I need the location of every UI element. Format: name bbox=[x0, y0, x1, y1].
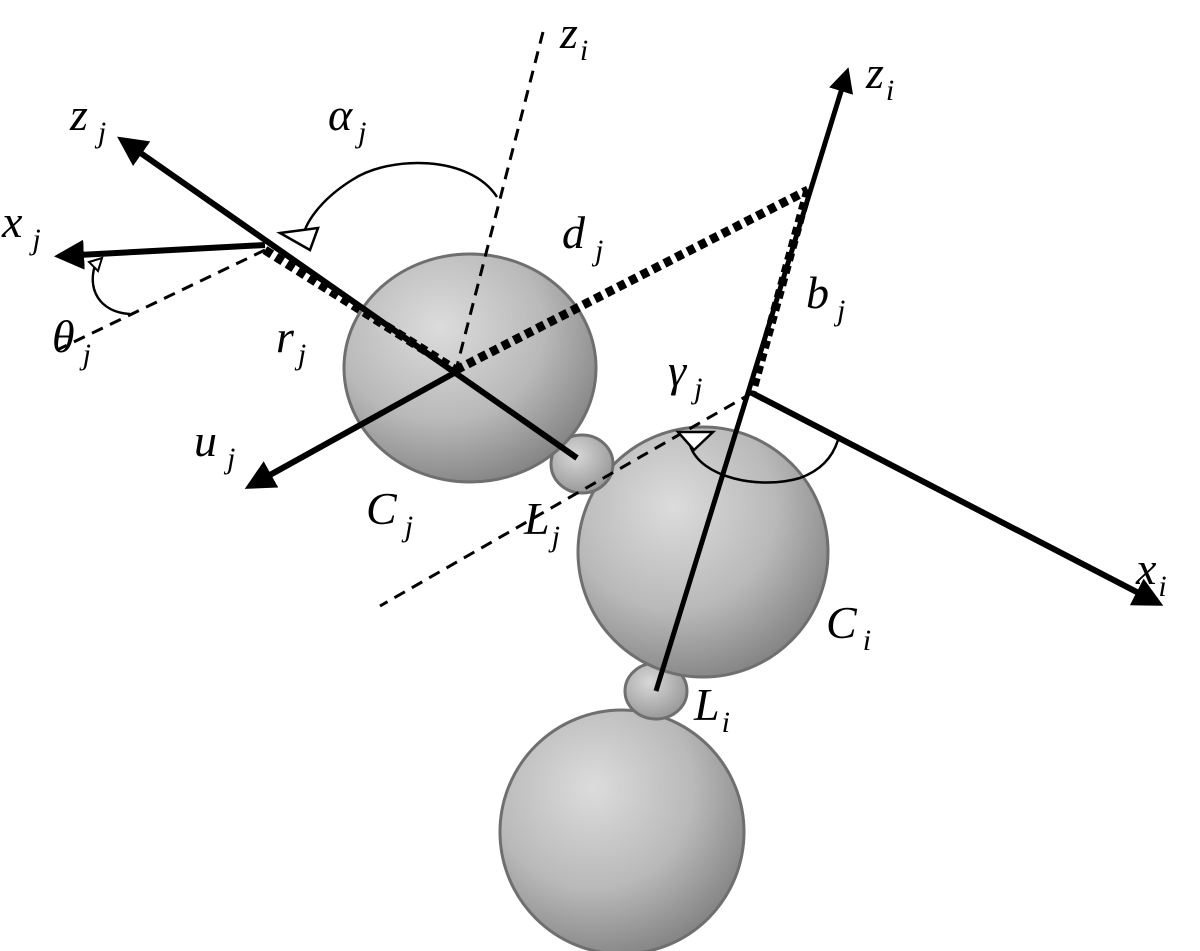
u-j-axis bbox=[244, 369, 458, 489]
d-j-line bbox=[453, 185, 811, 375]
dashed-lines bbox=[56, 31, 753, 608]
z-i-dashed-line bbox=[454, 31, 545, 371]
theta-reference-line bbox=[56, 248, 266, 352]
axes bbox=[54, 67, 1164, 692]
angle-arcs bbox=[87, 161, 840, 484]
sphere-C-i bbox=[576, 425, 830, 679]
theta-arc bbox=[91, 261, 131, 316]
z-j-axis bbox=[117, 136, 579, 461]
label-z-i-axis: zi bbox=[865, 47, 894, 107]
spheres bbox=[342, 252, 830, 951]
z-i-axis bbox=[653, 67, 854, 692]
gamma-reference-line bbox=[379, 391, 753, 608]
alpha-arc bbox=[301, 161, 499, 241]
theta-arc-head bbox=[87, 256, 104, 273]
sphere-bottom bbox=[498, 708, 746, 951]
x-i-axis bbox=[750, 390, 1164, 606]
label-L-i: Li bbox=[693, 679, 730, 739]
gamma-arc bbox=[688, 439, 840, 484]
label-x-i: xi bbox=[1135, 543, 1167, 603]
alpha-arc-head bbox=[276, 226, 320, 252]
label-L-j: Lj bbox=[523, 493, 560, 553]
label-z-i-dashed: zi bbox=[559, 7, 588, 67]
x-j-axis bbox=[54, 239, 266, 270]
gamma-arc-head bbox=[675, 430, 717, 452]
